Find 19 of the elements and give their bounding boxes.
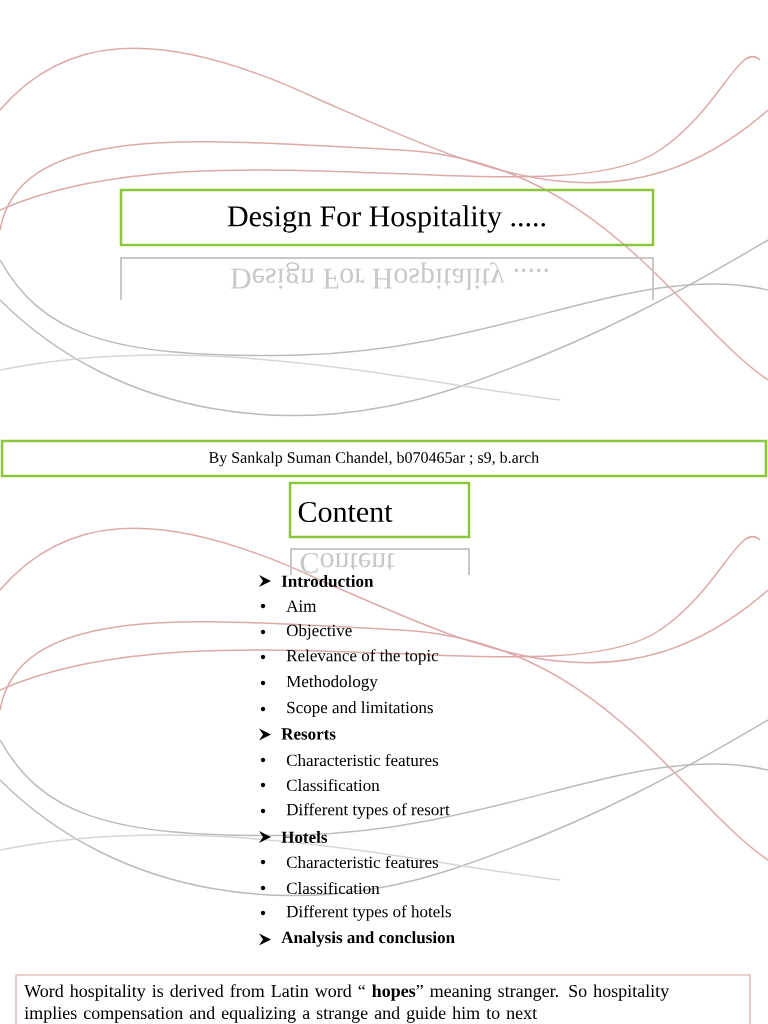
heading-box: Content (288, 481, 471, 539)
list-heading: Analysis and conclusion (281, 931, 455, 947)
list-item: Aim (286, 600, 317, 612)
list-item: Different types of hotels (286, 905, 451, 921)
list-item: Characteristic features (286, 753, 439, 767)
list-item: Objective (286, 624, 352, 640)
list-item: Relevance of the topic (286, 649, 439, 665)
author-box: By Sankalp Suman Chandel, b070465ar ; s9, b.arch (0, 439, 768, 478)
text-box: Word hospitality is derived from Latin word “ hopes” meaning stranger. So hospitality implies compensation and equalizing a strange and guide him to next (15, 974, 751, 1024)
list-item: Different types of resort (286, 803, 450, 819)
list-heading: Hotels (281, 831, 328, 843)
list-heading: Resorts (281, 728, 336, 740)
list-item: Classification (286, 778, 380, 792)
title-box: Design For Hospitality ..... (119, 188, 655, 247)
list-heading: Introduction (281, 575, 374, 587)
list-item: Methodology (286, 675, 378, 691)
list-item: Scope and limitations (287, 701, 433, 717)
list-item: Characteristic features (286, 855, 439, 869)
list-item: Classification (286, 881, 380, 895)
